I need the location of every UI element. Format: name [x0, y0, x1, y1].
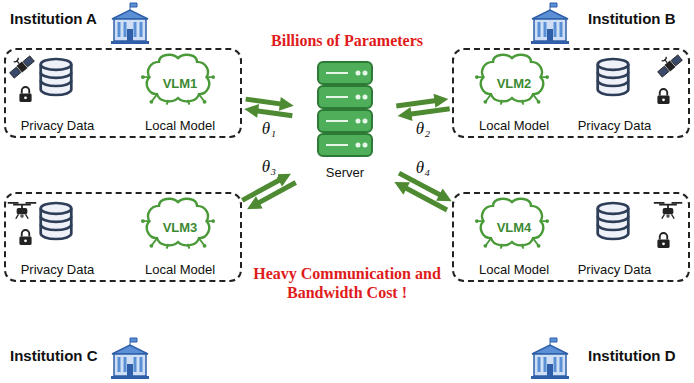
institution-box: Institution APrivacy DataVLM1Local Model [4, 48, 242, 138]
server-label: Server [296, 165, 394, 180]
model-label: Local Model [126, 118, 234, 133]
store-label: Privacy Data [6, 262, 109, 277]
model-name: VLM3 [126, 220, 234, 235]
arrow-head [244, 104, 259, 118]
parameter-label: θ₄ [414, 158, 432, 178]
institution-box: Institution BVLM2Local ModelPrivacy Data [452, 48, 690, 138]
privacy-data-store: Privacy Data [6, 54, 109, 136]
parameter-label: θ₁ [260, 119, 278, 139]
parameter-label: θ₂ [414, 119, 432, 139]
model-label: Local Model [460, 118, 568, 133]
arrow-shaft [396, 101, 436, 106]
data-flow-arrow [244, 104, 292, 118]
model-label: Local Model [126, 262, 234, 277]
privacy-data-store: Privacy Data [6, 198, 109, 280]
server: Server [296, 58, 394, 183]
arrow-shaft [258, 183, 296, 204]
parameter-label: θ₃ [260, 157, 278, 177]
arrow-shaft [410, 109, 450, 114]
arrow-head [279, 97, 294, 111]
store-label: Privacy Data [563, 118, 666, 133]
institution-name: Institution C [10, 347, 97, 364]
institution-name: Institution D [588, 347, 675, 364]
local-model: VLM1Local Model [126, 54, 234, 136]
model-name: VLM4 [460, 220, 568, 235]
arrow-head [398, 107, 413, 121]
callout-text: Heavy Communication and Bandwidth Cost ! [232, 264, 462, 302]
privacy-data-store: Privacy Data [563, 54, 666, 136]
arrow-shaft [246, 99, 282, 104]
data-flow-arrow [247, 183, 296, 210]
data-flow-arrow [396, 94, 448, 108]
arrow-head [436, 188, 452, 201]
institution-name: Institution B [588, 10, 675, 27]
arrow-shaft [242, 180, 280, 201]
arrow-shaft [256, 111, 292, 116]
local-model: VLM2Local Model [460, 54, 568, 136]
store-label: Privacy Data [563, 262, 666, 277]
model-label: Local Model [460, 262, 568, 277]
model-name: VLM1 [126, 76, 234, 91]
arrow-head [247, 196, 263, 209]
institution-box: Institution DVLM4Local ModelPrivacy Data [452, 192, 690, 282]
model-name: VLM2 [460, 76, 568, 91]
privacy-data-store: Privacy Data [563, 198, 666, 280]
institution-box: Institution CPrivacy DataVLM3Local Model [4, 192, 242, 282]
local-model: VLM3Local Model [126, 198, 234, 280]
arrow-head [394, 182, 410, 195]
institution-name: Institution A [10, 10, 97, 27]
callout-text: Billions of Parameters [250, 31, 444, 50]
local-model: VLM4Local Model [460, 198, 568, 280]
store-label: Privacy Data [6, 118, 109, 133]
arrow-head [434, 94, 449, 108]
